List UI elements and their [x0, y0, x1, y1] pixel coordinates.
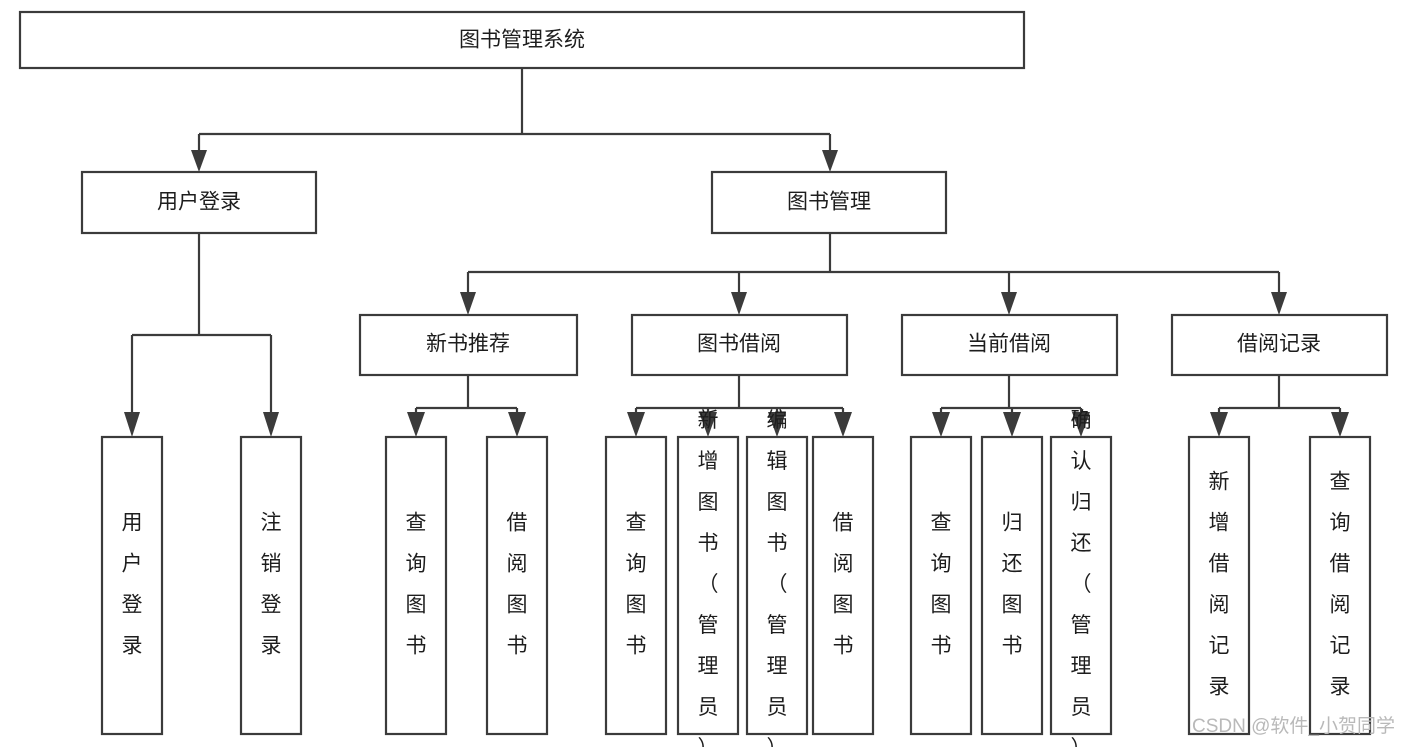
arrow-head-leaf-return-book [1003, 412, 1021, 437]
arrow-head-leaf-query-book [627, 412, 645, 437]
arrow-head-new-book-recommend [460, 292, 476, 315]
node-book-management-box[interactable] [710, 170, 948, 235]
node-layer: 图书管理系统 用户登录 图书管理 新书推荐 图书借阅 [18, 10, 1389, 747]
node-user-login-label: 用户登录 [157, 191, 241, 214]
node-book-borrow[interactable]: 图书借阅 [630, 313, 849, 377]
leaf-query-book-box[interactable] [604, 435, 668, 736]
leaf-confirm-return-admin[interactable]: 确认归还（管理员） [1049, 409, 1113, 747]
leaf-return-book[interactable]: 归还图书 [980, 435, 1044, 736]
leaf-edit-book-admin[interactable]: 编辑图书（管理员） [745, 409, 809, 747]
node-current-borrow-box[interactable] [900, 313, 1119, 377]
leaf-query-borrow-record[interactable]: 查询借阅记录 [1308, 435, 1372, 736]
node-root[interactable]: 图书管理系统 [18, 10, 1026, 70]
node-new-book-recommend-box[interactable] [358, 313, 579, 377]
leaf-logout[interactable]: 注销登录 [239, 435, 303, 736]
node-new-book-recommend-label: 新书推荐 [426, 333, 510, 356]
leaf-user-login-label: 用户登录 [122, 511, 143, 657]
node-book-management-label: 图书管理 [787, 191, 871, 214]
leaf-query-book-recommend-box[interactable] [384, 435, 448, 736]
leaf-query-book-current[interactable]: 查询图书 [909, 435, 973, 736]
leaf-user-login[interactable]: 用户登录 [100, 435, 164, 736]
node-new-book-recommend[interactable]: 新书推荐 [358, 313, 579, 377]
node-root-box[interactable] [18, 10, 1026, 70]
leaf-borrow-book-box[interactable] [811, 435, 875, 736]
leaf-confirm-return-admin-label: 确认归还（管理员） [1071, 409, 1092, 747]
leaf-query-borrow-record-box[interactable] [1308, 435, 1372, 736]
arrow-head-borrow-record [1271, 292, 1287, 315]
arrow-head-leaf-confirm-return-admin [1072, 412, 1090, 437]
node-current-borrow-label: 当前借阅 [967, 333, 1051, 356]
leaf-add-borrow-record[interactable]: 新增借阅记录 [1187, 435, 1251, 736]
leaf-confirm-return-admin-box[interactable] [1049, 435, 1113, 736]
arrow-head-leaf-user-login [124, 412, 140, 437]
csdn-watermark: CSDN @软件_小贺同学 [1192, 715, 1395, 737]
node-borrow-record-label: 借阅记录 [1237, 333, 1321, 356]
leaf-edit-book-admin-label: 编辑图书（管理员） [767, 409, 788, 747]
node-borrow-record-box[interactable] [1170, 313, 1389, 377]
arrow-head-leaf-query-book-current [932, 412, 950, 437]
node-book-borrow-box[interactable] [630, 313, 849, 377]
leaf-borrow-book-recommend-box[interactable] [485, 435, 549, 736]
arrow-head-leaf-query-borrow-record [1331, 412, 1349, 437]
leaf-query-book-current-label: 查询图书 [931, 511, 952, 657]
connector-layer [124, 68, 1349, 437]
node-current-borrow[interactable]: 当前借阅 [900, 313, 1119, 377]
leaf-borrow-book-recommend-label: 借阅图书 [507, 511, 528, 657]
arrow-head-leaf-query-book-recommend [407, 412, 425, 437]
leaf-query-borrow-record-label: 查询借阅记录 [1330, 470, 1351, 698]
leaf-add-borrow-record-box[interactable] [1187, 435, 1251, 736]
arrow-head-leaf-borrow-book [834, 412, 852, 437]
node-borrow-record[interactable]: 借阅记录 [1170, 313, 1389, 377]
leaf-user-login-box[interactable] [100, 435, 164, 736]
leaf-edit-book-admin-box[interactable] [745, 435, 809, 736]
leaf-query-book-label: 查询图书 [626, 511, 647, 657]
node-root-label: 图书管理系统 [459, 29, 585, 52]
arrow-head-leaf-edit-book-admin [768, 412, 786, 437]
node-book-borrow-label: 图书借阅 [697, 333, 781, 356]
arrow-head-user-login [191, 150, 207, 172]
arrow-head-leaf-add-borrow-record [1210, 412, 1228, 437]
leaf-add-borrow-record-label: 新增借阅记录 [1209, 470, 1230, 698]
arrow-head-leaf-add-book-admin [699, 412, 717, 437]
leaf-borrow-book[interactable]: 借阅图书 [811, 435, 875, 736]
arrow-head-book-management [822, 150, 838, 172]
leaf-query-book-recommend-label: 查询图书 [406, 511, 427, 657]
arrow-head-book-borrow [731, 292, 747, 315]
node-book-management[interactable]: 图书管理 [710, 170, 948, 235]
arrow-head-leaf-borrow-book-recommend [508, 412, 526, 437]
leaf-return-book-box[interactable] [980, 435, 1044, 736]
leaf-add-book-admin-box[interactable] [676, 435, 740, 736]
leaf-logout-label: 注销登录 [261, 511, 282, 657]
leaf-query-book-current-box[interactable] [909, 435, 973, 736]
leaf-return-book-label: 归还图书 [1002, 511, 1023, 657]
arrow-head-current-borrow [1001, 292, 1017, 315]
leaf-query-book[interactable]: 查询图书 [604, 435, 668, 736]
node-user-login[interactable]: 用户登录 [80, 170, 318, 235]
leaf-query-book-recommend[interactable]: 查询图书 [384, 435, 448, 736]
leaf-add-book-admin[interactable]: 新增图书（管理员） [676, 409, 740, 747]
node-user-login-box[interactable] [80, 170, 318, 235]
arrow-head-leaf-logout [263, 412, 279, 437]
leaf-logout-box[interactable] [239, 435, 303, 736]
leaf-borrow-book-recommend[interactable]: 借阅图书 [485, 435, 549, 736]
leaf-borrow-book-label: 借阅图书 [833, 511, 854, 657]
leaf-add-book-admin-label: 新增图书（管理员） [698, 409, 719, 747]
